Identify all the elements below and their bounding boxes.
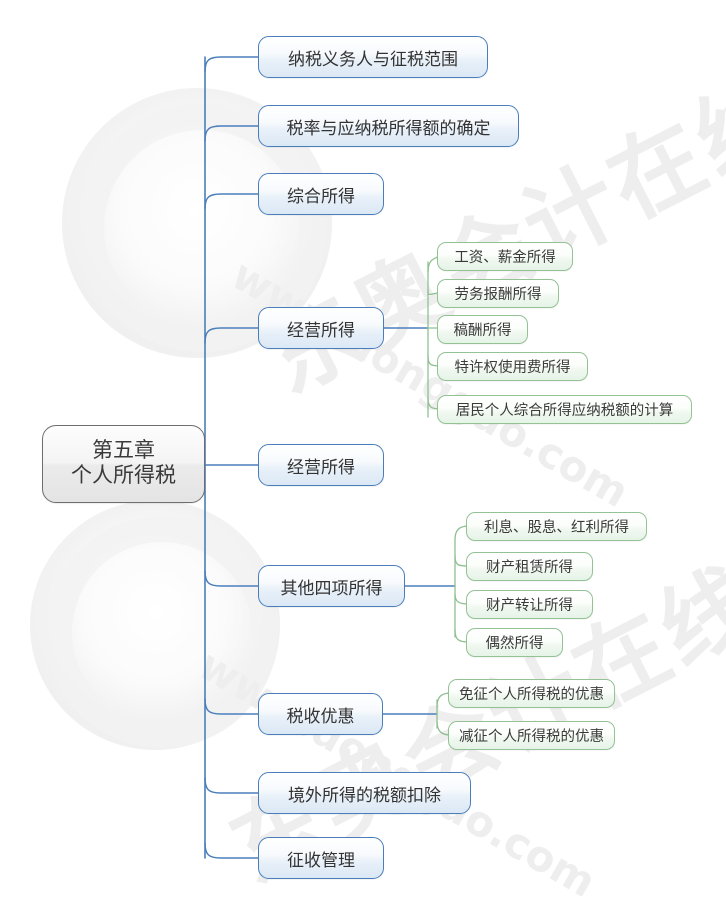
leaf-label: 免征个人所得税的优惠 (459, 687, 604, 703)
branch-node-8[interactable]: 境外所得的税额扣除 (258, 772, 471, 814)
leaf-node-b7c1[interactable]: 免征个人所得税的优惠 (448, 679, 615, 708)
branch-label: 税率与应纳税所得额的确定 (286, 118, 491, 138)
leaf-label: 工资、薪金所得 (454, 250, 556, 266)
branch-label: 经营所得 (287, 320, 355, 340)
leaf-node-b6c3[interactable]: 财产转让所得 (466, 590, 593, 619)
leaf-node-b4c1[interactable]: 工资、薪金所得 (437, 242, 573, 271)
leaf-label: 稿酬所得 (453, 323, 512, 339)
leaf-label: 财产租赁所得 (486, 560, 573, 576)
leaf-label: 特许权使用费所得 (454, 360, 571, 376)
branch-label: 境外所得的税额扣除 (288, 785, 441, 805)
leaf-node-b4c5[interactable]: 居民个人综合所得应纳税额的计算 (437, 395, 692, 424)
branch-label: 征收管理 (287, 850, 355, 870)
leaf-node-b7c2[interactable]: 减征个人所得税的优惠 (448, 721, 615, 750)
leaf-node-b6c4[interactable]: 偶然所得 (466, 628, 563, 657)
leaf-node-b4c4[interactable]: 特许权使用费所得 (437, 352, 588, 381)
leaf-label: 利息、股息、红利所得 (484, 520, 629, 536)
leaf-node-b6c2[interactable]: 财产租赁所得 (466, 552, 593, 581)
root-title-line1: 第五章 (92, 439, 155, 463)
branch-label: 税收优惠 (286, 706, 355, 726)
branch-node-1[interactable]: 纳税义务人与征税范围 (258, 36, 488, 78)
branch-label: 综合所得 (287, 186, 355, 206)
branch-node-9[interactable]: 征收管理 (258, 837, 384, 879)
branch-node-4[interactable]: 经营所得 (258, 307, 384, 349)
leaf-node-b4c3[interactable]: 稿酬所得 (437, 315, 528, 344)
branch-node-5[interactable]: 经营所得 (258, 444, 384, 486)
branch-label: 纳税义务人与征税范围 (288, 49, 458, 69)
branch-node-6[interactable]: 其他四项所得 (258, 565, 405, 607)
leaf-label: 劳务报酬所得 (454, 287, 542, 303)
leaf-label: 财产转让所得 (486, 598, 573, 614)
root-node[interactable]: 第五章 个人所得税 (42, 425, 205, 503)
branch-label: 经营所得 (287, 457, 355, 477)
branch-node-3[interactable]: 综合所得 (258, 173, 384, 215)
leaf-label: 偶然所得 (485, 636, 544, 652)
leaf-label: 减征个人所得税的优惠 (459, 729, 604, 745)
leaf-node-b4c2[interactable]: 劳务报酬所得 (437, 279, 559, 308)
root-title-line2: 个人所得税 (71, 464, 176, 487)
branch-node-2[interactable]: 税率与应纳税所得额的确定 (258, 105, 519, 147)
branch-node-7[interactable]: 税收优惠 (258, 693, 383, 735)
leaf-node-b6c1[interactable]: 利息、股息、红利所得 (466, 512, 647, 541)
branch-label: 其他四项所得 (280, 578, 383, 598)
leaf-label: 居民个人综合所得应纳税额的计算 (455, 403, 674, 419)
